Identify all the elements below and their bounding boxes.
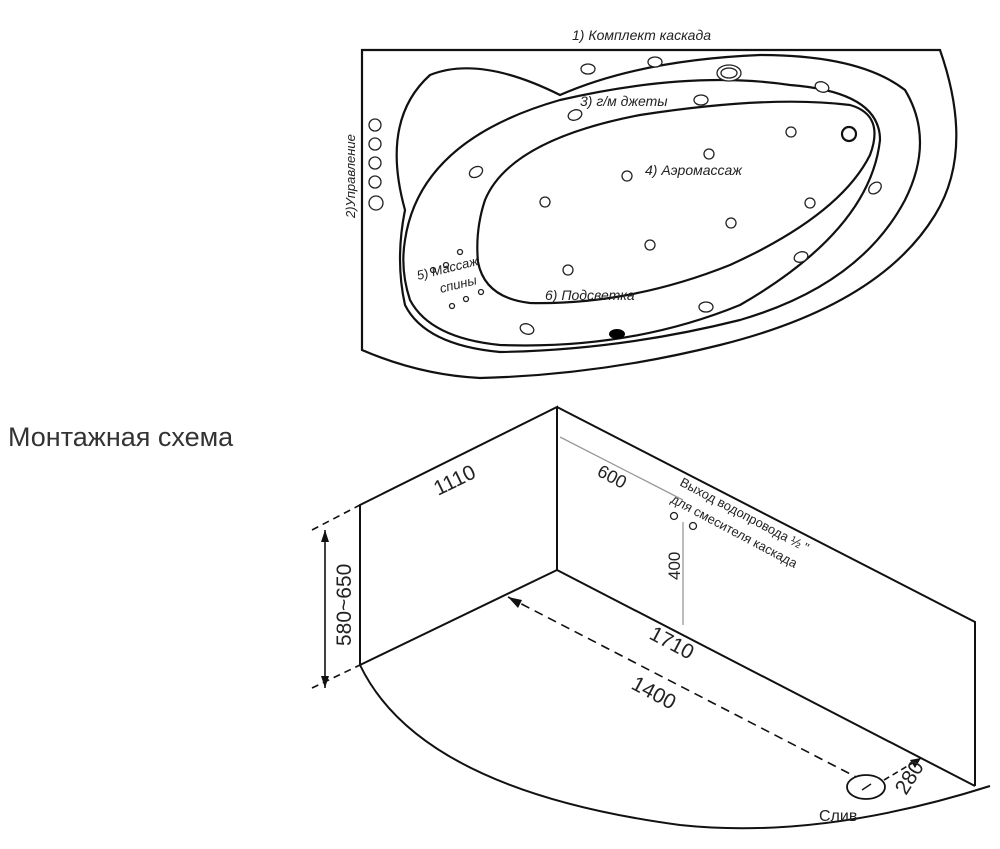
hydro-jet [793, 251, 809, 263]
back-jet [429, 266, 437, 274]
control-button [368, 156, 382, 170]
label-control: 2)Управление [343, 134, 358, 219]
dim-drain-offset: 280 [891, 757, 929, 799]
floor-back-edge [556, 569, 976, 787]
outlet-offset-line [559, 436, 684, 501]
tub-top-view: 1) Комплект каскада 2)Управление 3) г/м … [343, 27, 958, 380]
label-jets: 3) г/м джеты [580, 93, 668, 109]
tub-basin-bottom [476, 100, 876, 305]
hydro-jet [468, 165, 484, 179]
hydro-jet-large [840, 125, 858, 143]
control-button [368, 195, 384, 211]
hydro-jet [567, 109, 583, 121]
aero-nozzle [725, 217, 737, 229]
label-lighting: 6) Подсветка [545, 287, 635, 303]
arrow-down [321, 676, 329, 688]
aero-nozzle [804, 197, 816, 209]
floor-left-edge [359, 569, 558, 666]
aero-nozzle [562, 264, 574, 276]
dim-outlet-height: 400 [665, 552, 684, 580]
water-outlet-hole [669, 511, 679, 521]
aero-nozzle [621, 170, 633, 182]
arrow-up [321, 530, 329, 542]
drain-mark [861, 783, 872, 791]
dim-height: 580~650 [333, 564, 356, 646]
back-jet [477, 288, 485, 296]
control-button [368, 175, 382, 189]
tub-outer-rim [360, 48, 958, 380]
left-wall [359, 405, 558, 665]
tub-ledge [395, 53, 921, 354]
back-jet [456, 248, 464, 256]
hydro-jet [693, 94, 709, 106]
water-outlet-hole [688, 521, 698, 531]
hydro-jet [868, 181, 882, 195]
hydro-jet [698, 301, 714, 313]
aero-nozzle [539, 196, 551, 208]
hydro-jet [519, 323, 535, 335]
aero-nozzle [644, 239, 656, 251]
aero-nozzle [703, 148, 715, 160]
cascade-hole [647, 56, 663, 68]
tub-front-curve [359, 664, 991, 830]
arrow-drain [910, 758, 921, 768]
back-jet [448, 302, 456, 310]
mounting-title: Монтажная схема [8, 422, 234, 452]
cascade-hole [580, 63, 596, 75]
back-jet [442, 261, 450, 269]
cascade-hole [720, 67, 738, 79]
lighting-lamp [609, 329, 625, 339]
dim-to-outlet: 600 [594, 461, 630, 493]
back-jet [462, 295, 470, 303]
control-button [368, 137, 382, 151]
dim-inner: 1400 [628, 672, 680, 714]
label-cascade-kit: 1) Комплект каскада [572, 27, 711, 43]
control-button [368, 118, 382, 132]
height-ext-top [311, 504, 361, 531]
label-drain: Слив [819, 808, 857, 825]
hydro-jet [814, 81, 830, 93]
tub-basin-wall [402, 78, 882, 347]
back-wall-top [556, 406, 976, 786]
inner-dim-line [507, 596, 859, 779]
aero-nozzle [785, 126, 797, 138]
mounting-scheme: 580~650 1110 600 400 Выход водопровода ½… [311, 405, 991, 830]
arrow-inner [508, 597, 522, 608]
label-aero: 4) Аэромассаж [645, 162, 743, 178]
height-ext-bottom [311, 664, 361, 689]
